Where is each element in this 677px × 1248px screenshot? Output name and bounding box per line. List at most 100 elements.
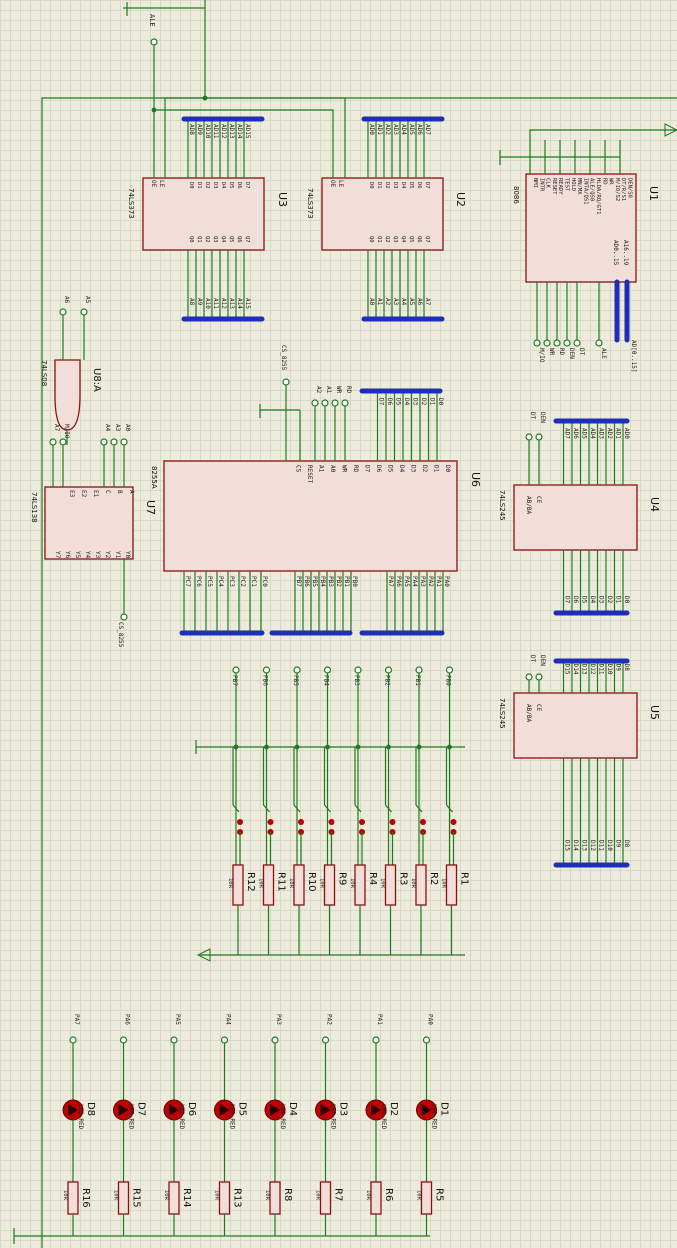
- switch-junction: [416, 744, 422, 750]
- switch-term: [445, 666, 454, 674]
- u3-bus-label: A14: [236, 298, 243, 309]
- u2-pin-label: Q3: [392, 236, 398, 243]
- u5-b-label: D13: [581, 840, 588, 851]
- u5-a-label: AD13: [581, 660, 588, 675]
- led-input-label: PA2: [326, 1014, 333, 1025]
- u7-in-pin: C: [104, 490, 111, 494]
- led-resistor-value: 10R: [214, 1190, 220, 1201]
- u7-name: U7: [144, 500, 157, 515]
- led-type: LED-RED: [330, 1104, 337, 1130]
- u3-name: U3: [276, 192, 289, 207]
- u2-type: 74LS373: [306, 188, 314, 219]
- u3-pin-label: Q7: [244, 236, 250, 243]
- u5-a-label: AD12: [589, 660, 596, 675]
- u3-type: 74LS373: [127, 188, 135, 219]
- u8-type: 74LS08: [40, 360, 48, 386]
- u8-name: U8:A: [91, 368, 102, 392]
- u7-in-pin: E2: [80, 490, 87, 498]
- u6-top-pin: RESET: [306, 465, 313, 483]
- switch-input-label: PB5: [292, 675, 299, 686]
- u1-term: [563, 339, 571, 347]
- pa-label: PA1: [435, 576, 442, 587]
- u3-pin-label: Q5: [228, 236, 234, 243]
- u1-pin-label: WR: [608, 178, 614, 185]
- switch-contact: [328, 819, 335, 825]
- resistor-name: R12: [245, 872, 256, 892]
- u2-bus-label: AD7: [424, 124, 431, 135]
- u3-bus-label: AD8: [188, 124, 195, 135]
- sw-bottom-arrow: [196, 948, 211, 962]
- u2-pin-label: D4: [400, 182, 406, 189]
- switch-term: [262, 666, 271, 674]
- u5-a-label: AD9: [615, 660, 622, 671]
- switch-contact: [389, 819, 396, 825]
- u5-a-label: AD11: [598, 660, 605, 675]
- u6-top-pin: D1: [433, 465, 440, 473]
- u5-a-label: AD14: [572, 660, 579, 675]
- switch-junction: [355, 744, 361, 750]
- resistor-body: [445, 864, 458, 906]
- u7-in-pin: B: [116, 490, 123, 494]
- outer-frame-line: [41, 97, 677, 1248]
- u4-a-label: AD7: [564, 428, 571, 439]
- u1-bus-label: AD[0..15]: [630, 340, 637, 373]
- led-term: [220, 1036, 229, 1044]
- led-name: D6: [186, 1102, 197, 1116]
- u7-in-pin: E1: [92, 490, 99, 498]
- led-resistor-body: [319, 1181, 332, 1215]
- u1-pin-label: INTA/QS1: [582, 178, 588, 205]
- switch-contact: [267, 819, 274, 825]
- u8-in-label: A6: [63, 296, 70, 304]
- pb-label: PB1: [343, 576, 350, 587]
- u7-out-pin: Y3: [94, 551, 101, 559]
- resistor-value: 10R: [288, 878, 294, 889]
- u5-term: [535, 673, 543, 681]
- led-resistor-value: 10R: [62, 1190, 68, 1201]
- u3-pin-label: D6: [236, 182, 242, 189]
- led-type: LED-RED: [279, 1104, 286, 1130]
- cs-top-label: CS_8255: [280, 345, 287, 371]
- u2-pin-label: D0: [368, 182, 374, 189]
- u2-bus-label: A1: [376, 298, 383, 306]
- led-resistor-body: [420, 1181, 433, 1215]
- u4-a-label: AD6: [572, 428, 579, 439]
- switch-term: [293, 666, 301, 674]
- u7-term: [110, 438, 118, 446]
- u4-a-label: AD5: [581, 428, 588, 439]
- u3-bus-label: A8: [188, 298, 195, 306]
- u8-in-label: A5: [84, 296, 91, 304]
- u2-pin-label: Q2: [384, 236, 390, 243]
- u1-term: [573, 339, 581, 347]
- u1-top-wire-2: [529, 129, 677, 140]
- u4-a-label: AD4: [589, 428, 596, 439]
- led-term: [271, 1036, 279, 1044]
- switch-input-label: PB0: [445, 675, 452, 686]
- u3-bus-label: A15: [244, 298, 251, 309]
- u6-top-pin: D0: [444, 465, 451, 473]
- led-resistor-name: R16: [80, 1188, 91, 1208]
- u7-in-pin: E3: [68, 490, 75, 498]
- u7-out-pin: Y6: [64, 551, 71, 559]
- u1-term: [543, 339, 551, 347]
- u6-data-label: D1: [429, 398, 436, 406]
- u6-top-pin: A1: [318, 465, 325, 473]
- resistor-value: 10R: [319, 878, 325, 889]
- led-type: LED-RED: [128, 1104, 135, 1130]
- pc-label: PC4: [217, 576, 224, 587]
- led-resistor-name: R5: [434, 1188, 445, 1201]
- led-resistor-body: [218, 1181, 231, 1215]
- u3-pin-label: Q4: [220, 236, 226, 243]
- led-type: LED-RED: [380, 1104, 387, 1130]
- u4-a-label: AD3: [598, 428, 605, 439]
- u6-top-pin: D7: [364, 465, 371, 473]
- u1-pin-label: INTR: [538, 178, 544, 192]
- u6-top-pin: D4: [398, 465, 405, 473]
- led-symbol: [270, 1104, 280, 1116]
- switch-input-label: PB4: [323, 675, 330, 686]
- u6-top-pin: A0: [329, 465, 336, 473]
- u7-in-label: M/IO: [63, 424, 70, 439]
- u1-pin-label: HOLD: [570, 178, 576, 191]
- u4-a-label: AD1: [615, 428, 622, 439]
